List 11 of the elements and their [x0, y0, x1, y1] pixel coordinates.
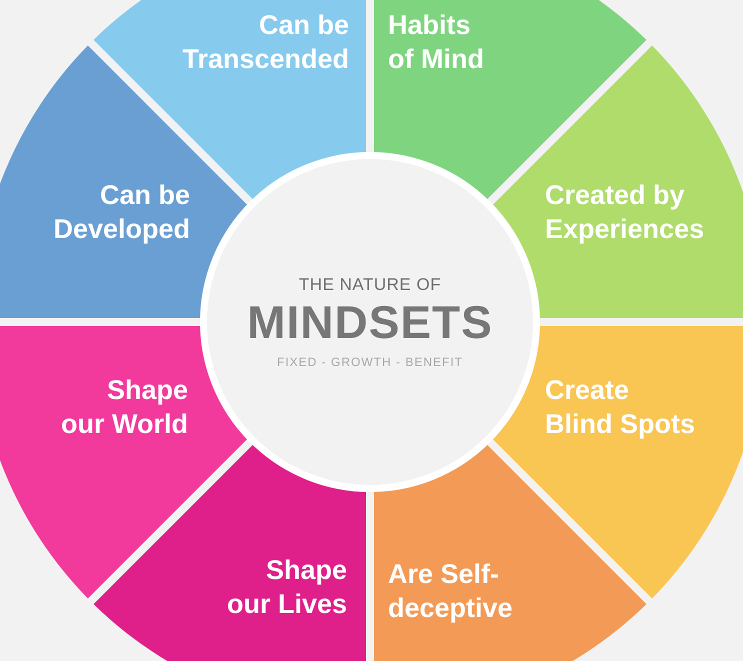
segment-label: Can be Transcended: [181, 9, 349, 76]
segment-label: Created by Experiences: [545, 179, 706, 246]
hub-tagline: FIXED - GROWTH - BENEFIT: [277, 355, 463, 369]
segment-label: Shape our World: [60, 374, 188, 441]
hub-title: MINDSETS: [247, 295, 493, 349]
segment-label: Are Self-deceptive: [388, 558, 514, 625]
hub-subtitle: THE NATURE OF: [298, 275, 442, 295]
segment-label: Habits of Mind: [388, 9, 485, 76]
segment-label: Can be Developed: [52, 179, 190, 246]
segment-label: Shape our Lives: [226, 554, 347, 621]
segment-label: Create Blind Spots: [545, 374, 696, 441]
